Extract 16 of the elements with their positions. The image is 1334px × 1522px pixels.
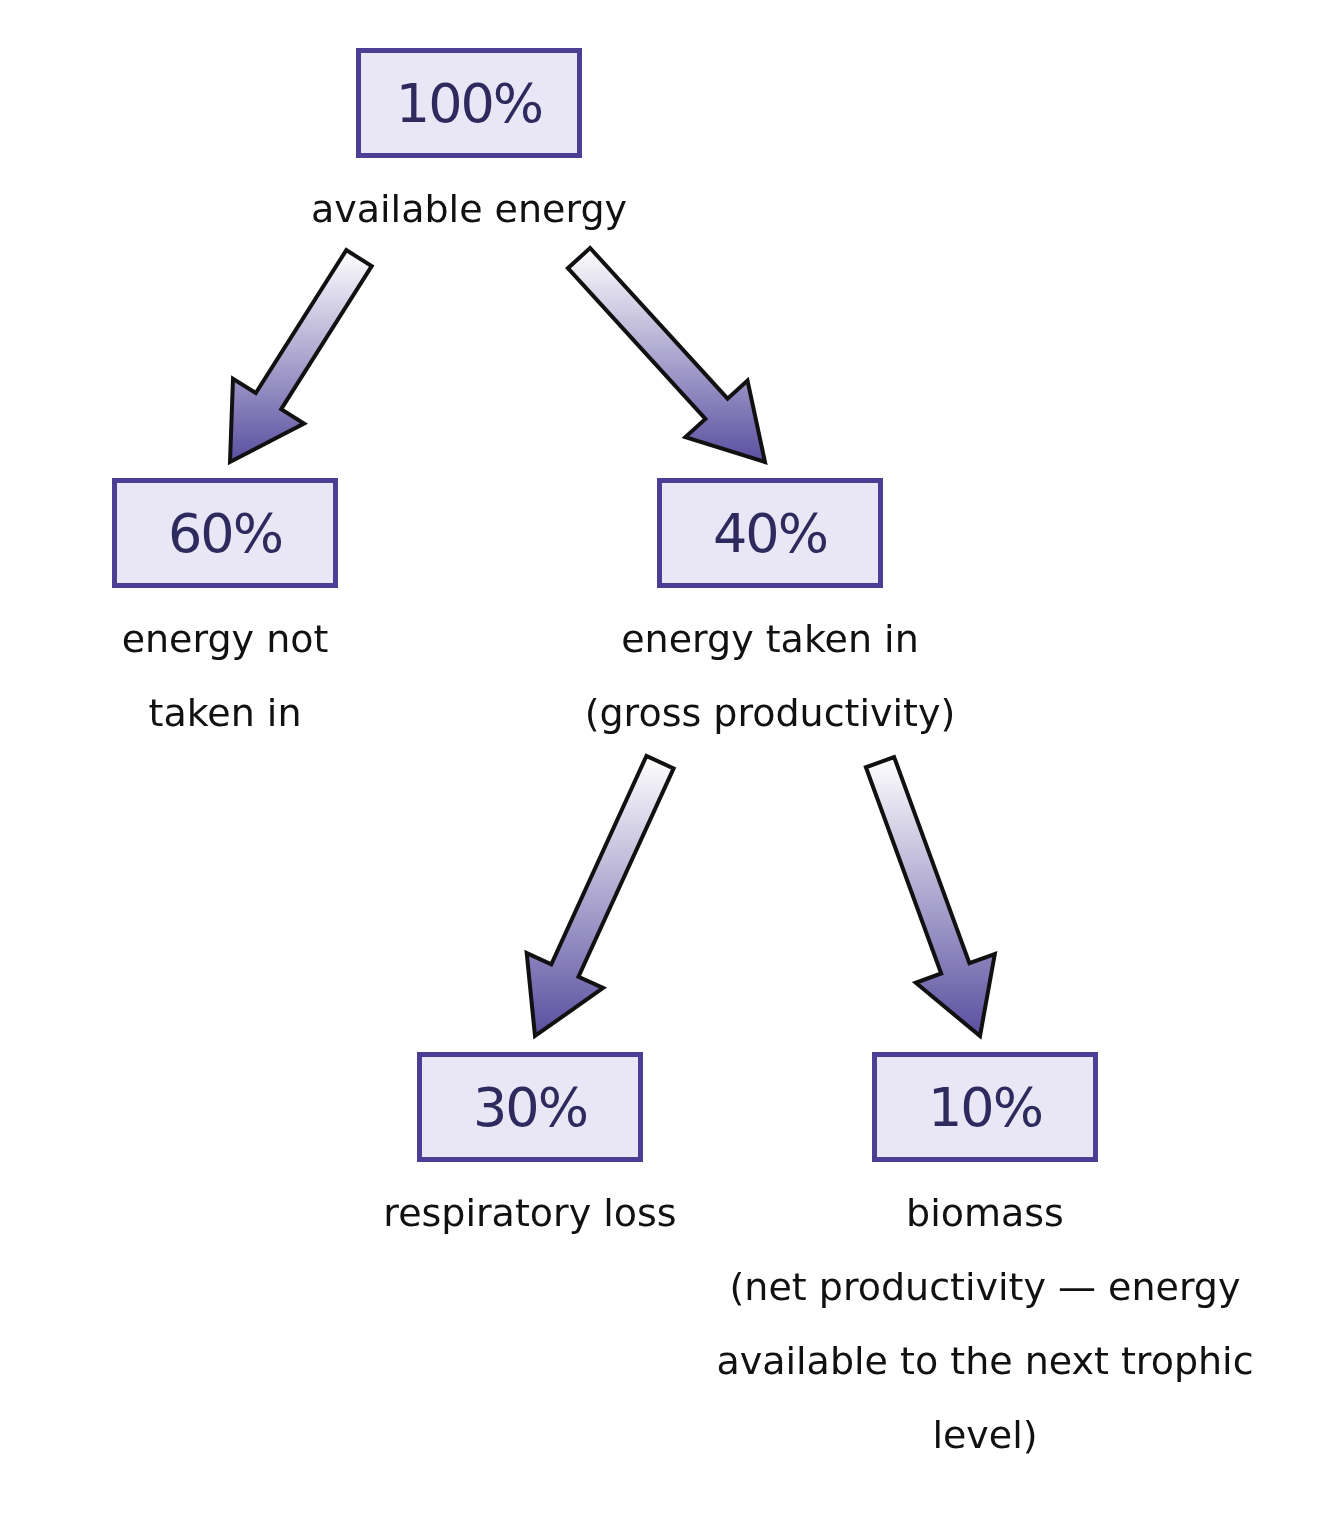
percentage-value: 30%	[473, 1075, 587, 1139]
caption-text: available energy	[311, 186, 627, 233]
block-arrow	[227, 247, 375, 466]
percentage-value: 100%	[395, 71, 543, 135]
block-arrow	[565, 245, 768, 465]
percentage-value: 60%	[168, 501, 282, 565]
block-arrow	[524, 753, 677, 1040]
caption-text: energy taken in	[621, 616, 919, 663]
caption-text: energy not taken in	[120, 616, 330, 738]
caption-text: (gross productivity)	[584, 690, 956, 738]
percentage-value: 40%	[713, 501, 827, 565]
caption-text: biomass	[906, 1190, 1064, 1237]
caption-text: (net productivity — energy available to the next trophic level)	[715, 1264, 1255, 1460]
percentage-value: 10%	[928, 1075, 1042, 1139]
block-arrow	[863, 754, 998, 1040]
caption-text: respiratory loss	[383, 1190, 677, 1237]
